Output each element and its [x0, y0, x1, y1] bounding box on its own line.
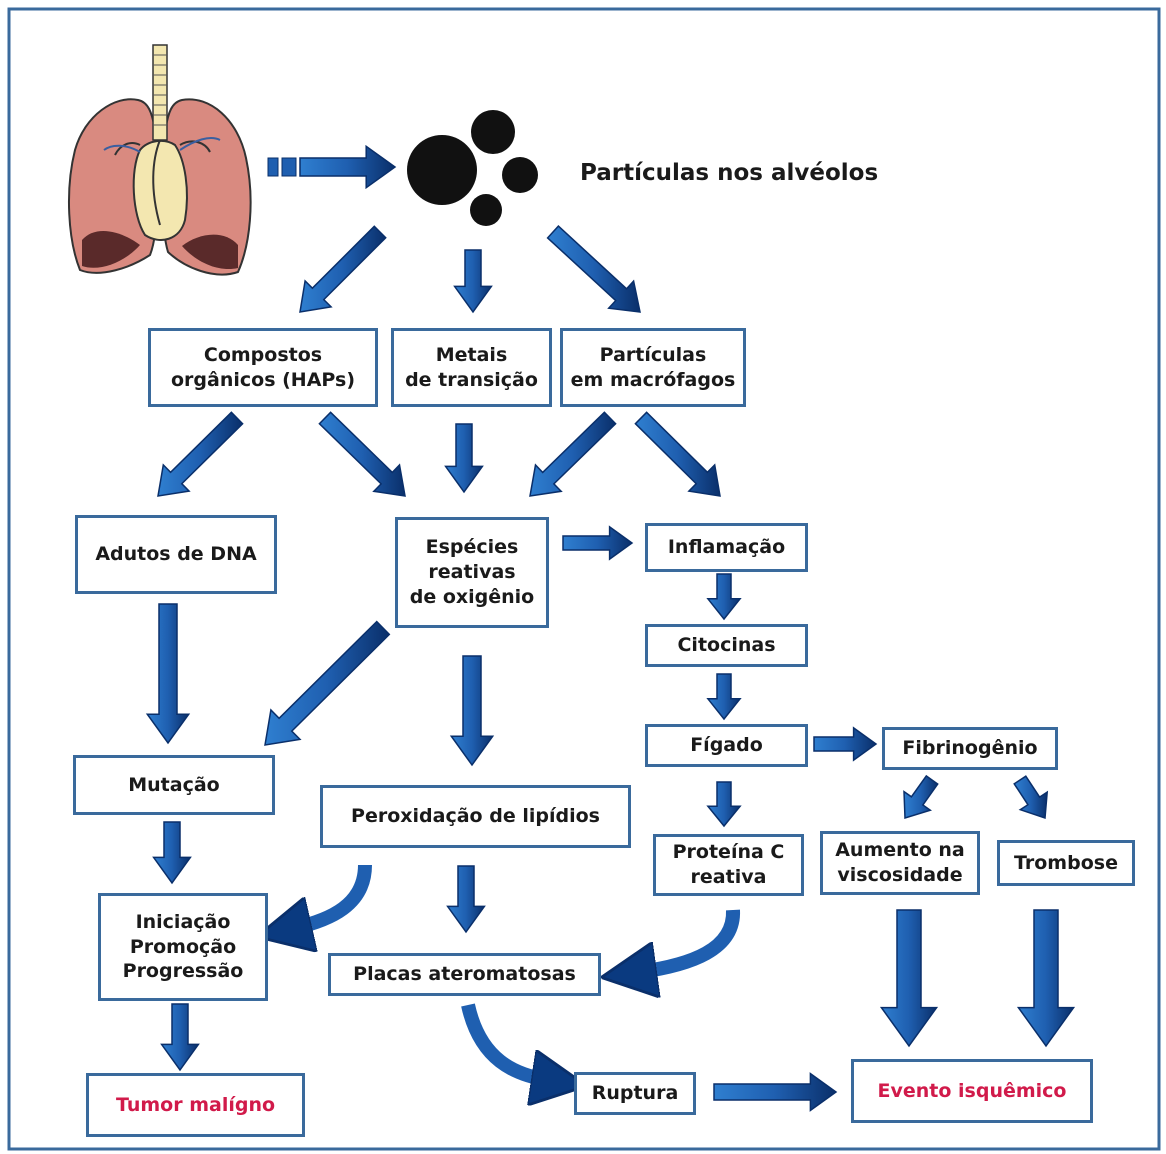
node-tumor-maligno: Tumor malígno — [86, 1073, 305, 1137]
arrow-macrofagos-to-inflamacao — [634, 411, 721, 497]
particles-icon — [407, 110, 538, 226]
node-metais-line-2: de transição — [405, 368, 538, 391]
particles-title: Partículas nos alvéolos — [580, 160, 879, 186]
node-especies-line-2: reativas — [428, 561, 516, 584]
arrow-compostos-to-adutos — [157, 411, 244, 497]
arrow-adutos-to-mutacao — [145, 603, 191, 745]
arrow-dash-1 — [267, 157, 279, 177]
node-iniciacao-line-2: Promoção — [129, 935, 237, 958]
arrow-compostos-to-especies — [318, 411, 406, 497]
node-proteina-line-2: reativa — [690, 866, 767, 888]
arrow-dash-2 — [281, 157, 297, 177]
arrow-proteina-to-placas — [640, 909, 740, 972]
arrow-ruptura-to-evento — [713, 1072, 838, 1112]
node-placas-ateromatosas: Placas ateromatosas — [328, 953, 601, 996]
arrow-especies-to-mutacao — [264, 620, 391, 746]
node-iniciacao-line-3: Progressão — [122, 960, 244, 983]
node-fibrinogenio: Fibrinogênio — [882, 727, 1058, 770]
node-proteina-line-1: Proteína C — [672, 841, 785, 864]
node-figado: Fígado — [645, 724, 808, 767]
arrow-mutacao-to-iniciacao — [152, 821, 192, 885]
arrow-especies-to-peroxidacao — [449, 655, 495, 767]
node-macrofagos-line-1: Partículas — [599, 343, 707, 366]
arrow-placas-to-ruptura — [461, 1003, 548, 1080]
node-inflamacao: Inflamação — [645, 523, 808, 572]
node-citocinas-label: Citocinas — [677, 634, 776, 657]
node-ruptura-label: Ruptura — [591, 1082, 679, 1105]
node-trombose-label: Trombose — [1014, 851, 1118, 874]
node-inflamacao-label: Inflamação — [667, 536, 786, 559]
arrow-especies-to-inflamacao — [562, 525, 634, 561]
arrow-peroxidacao-to-iniciacao — [295, 864, 372, 928]
node-placas-label: Placas ateromatosas — [353, 963, 576, 986]
arrow-fibrinogenio-to-viscosidade — [903, 774, 939, 820]
node-trombose: Trombose — [997, 840, 1135, 886]
node-adutos-label: Adutos de DNA — [95, 543, 257, 566]
arrow-peroxidacao-to-placas — [446, 865, 486, 934]
arrow-particles-to-macrofagos — [546, 225, 641, 313]
arrow-viscosidade-to-evento — [879, 909, 939, 1048]
node-metais-line-1: Metais — [435, 343, 508, 366]
arrow-particles-to-metais — [453, 249, 493, 314]
arrow-trombose-to-evento — [1016, 909, 1076, 1048]
node-mutacao: Mutação — [73, 755, 275, 815]
node-figado-label: Fígado — [690, 734, 763, 757]
arrow-lungs-to-particles — [299, 144, 397, 190]
node-iniciacao-line-1: Iniciação — [135, 910, 231, 933]
node-peroxidacao-lipidios: Peroxidação de lipídios — [320, 785, 631, 848]
arrow-metais-to-especies — [444, 423, 484, 494]
node-evento-isquemico: Evento isquêmico — [851, 1059, 1093, 1123]
arrow-figado-to-proteina — [706, 781, 742, 828]
node-viscosidade-line-2: viscosidade — [837, 864, 963, 886]
node-especies-line-3: de oxigênio — [409, 585, 535, 608]
node-fibrinogenio-label: Fibrinogênio — [902, 737, 1038, 760]
arrow-figado-to-fibrinogenio — [813, 726, 878, 762]
node-mutacao-label: Mutação — [128, 773, 220, 796]
arrow-macrofagos-to-especies — [529, 411, 617, 497]
node-citocinas: Citocinas — [645, 624, 808, 667]
arrow-fibrinogenio-to-trombose — [1013, 775, 1049, 820]
arrow-inflamacao-to-citocinas — [706, 573, 742, 621]
node-compostos-line-1: Compostos — [203, 343, 323, 366]
node-tumor-label: Tumor malígno — [115, 1093, 276, 1116]
node-evento-label: Evento isquêmico — [877, 1079, 1067, 1102]
arrow-particles-to-compostos — [299, 225, 387, 313]
arrow-citocinas-to-figado — [706, 673, 742, 721]
node-ruptura: Ruptura — [574, 1072, 696, 1115]
arrow-iniciacao-to-tumor — [160, 1003, 200, 1072]
lungs-icon — [67, 44, 252, 276]
node-compostos-line-2: orgânicos (HAPs) — [171, 368, 355, 391]
node-viscosidade-line-1: Aumento na — [835, 839, 965, 862]
node-macrofagos-line-2: em macrófagos — [570, 368, 736, 391]
node-peroxidacao-label: Peroxidação de lipídios — [351, 805, 600, 828]
node-especies-line-1: Espécies — [425, 536, 519, 559]
node-adutos-dna: Adutos de DNA — [75, 515, 277, 594]
